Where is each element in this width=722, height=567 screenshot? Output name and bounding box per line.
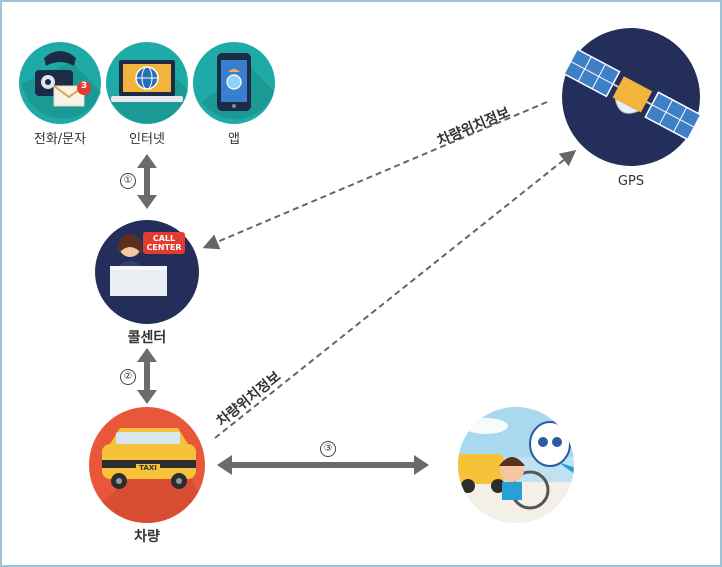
satellite-icon — [563, 48, 702, 141]
dashed-arrow-gps-to-callcenter — [202, 101, 548, 250]
step-3-marker: ③ — [320, 441, 336, 457]
phone-sms-label: 전화/문자 — [33, 132, 87, 147]
passenger-mascot-illustration — [458, 407, 574, 523]
smartphone-icon — [217, 53, 251, 111]
call-center-sign — [143, 232, 185, 254]
arrow-vehicle-passenger — [217, 455, 429, 475]
phone-sms-node — [19, 42, 101, 124]
gps-node — [562, 28, 702, 166]
notification-count: 3 — [80, 81, 88, 91]
arrow-customer-callcenter — [137, 154, 157, 209]
notification-badge — [77, 81, 91, 95]
call-sign-line1: CALL — [152, 234, 176, 243]
dashed-arrow-vehicle-to-gps — [214, 150, 577, 439]
arrow-callcenter-vehicle — [137, 348, 157, 404]
step-1-marker: ① — [120, 173, 136, 189]
taxi-icon — [102, 428, 196, 489]
gps-label: GPS — [617, 174, 645, 189]
internet-node — [106, 42, 188, 124]
reception-desk — [110, 266, 167, 296]
call-center-label: 콜센터 — [127, 330, 167, 346]
app-node — [193, 42, 275, 124]
call-sign-line2: CENTER — [146, 243, 182, 252]
taxi-sign: TAXI — [139, 464, 157, 472]
globe-icon — [135, 66, 159, 90]
call-center-node — [95, 220, 199, 324]
internet-label: 인터넷 — [129, 132, 165, 147]
app-label: 앱 — [228, 132, 240, 147]
vehicle-node — [89, 407, 205, 524]
step-2-marker: ② — [120, 369, 136, 385]
vehicle-label: 차량 — [134, 529, 160, 545]
